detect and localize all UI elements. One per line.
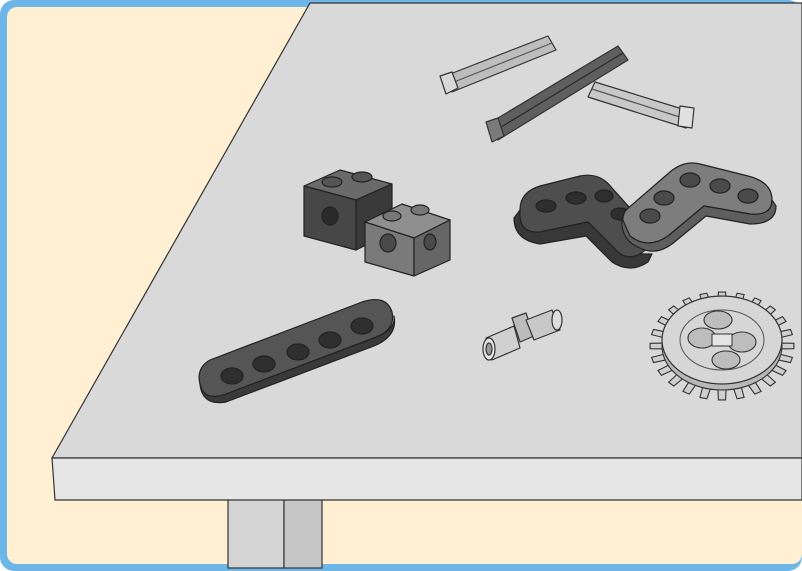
pin-icon (482, 309, 563, 361)
l-beam-icon (513, 162, 777, 269)
table-front-edge (51, 457, 802, 501)
axle-icon (439, 35, 695, 143)
gear-icon (649, 291, 795, 401)
liftarm-icon (198, 299, 396, 404)
technic-brick-icon (303, 169, 451, 277)
table-legs (227, 497, 323, 569)
